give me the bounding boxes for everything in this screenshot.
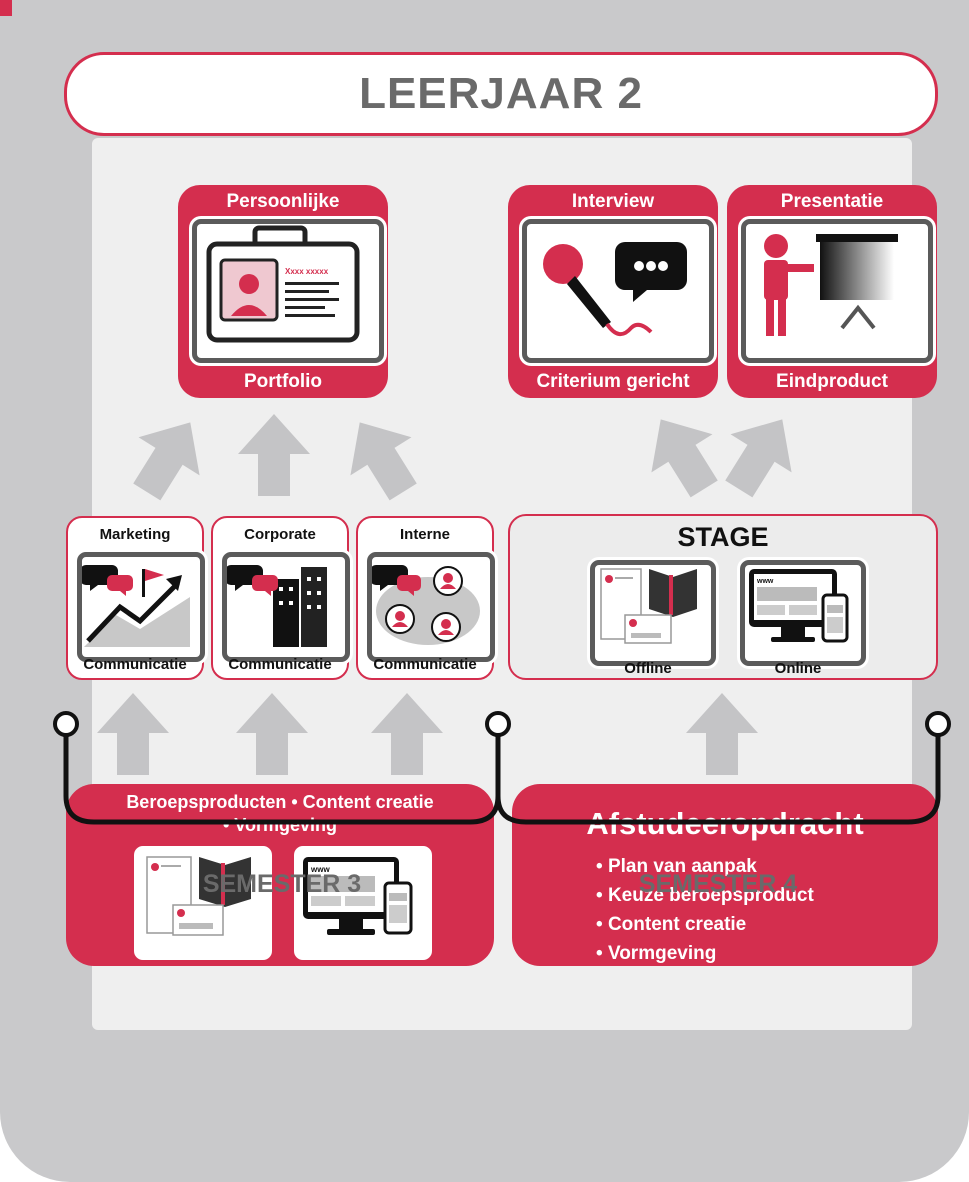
stage-online-label: Online bbox=[774, 660, 822, 677]
card-bottom-label: Communicatie bbox=[83, 656, 187, 673]
card-top-label: Interview bbox=[571, 191, 655, 212]
card-bottom-label: Communicatie bbox=[228, 656, 332, 673]
growth-chart-icon bbox=[77, 552, 205, 662]
card-top-label: Corporate bbox=[244, 526, 316, 543]
print-media-icon bbox=[590, 560, 716, 666]
semester3-label: SEMESTER 3 bbox=[202, 870, 362, 898]
card-bottom-label: Portfolio bbox=[243, 371, 323, 392]
bullet-item: Vormgeving bbox=[596, 939, 814, 968]
bullet-item: Plan van aanpak bbox=[596, 852, 814, 881]
timeline-node-start bbox=[53, 711, 79, 737]
card-bottom-label: Communicatie bbox=[373, 656, 477, 673]
bullet-item: Content creatie bbox=[596, 910, 814, 939]
devices-icon: www bbox=[740, 560, 866, 666]
bullet-item: Keuze beroepsproduct bbox=[596, 881, 814, 910]
stage-box: STAGE www Offline Online bbox=[508, 514, 938, 680]
timeline-node-mid bbox=[485, 711, 511, 737]
semester4-label: SEMESTER 4 bbox=[638, 870, 798, 898]
semester3-online-label: Online bbox=[329, 938, 386, 958]
semester3-box: Beroepsproducten • Content creatie • Vor… bbox=[66, 784, 494, 966]
card-top-label: Marketing bbox=[99, 526, 171, 543]
card-top-label: Interne bbox=[399, 526, 450, 543]
stage-title: STAGE bbox=[677, 522, 769, 552]
title-banner: LEERJAAR 2 bbox=[64, 52, 938, 136]
semester3-offline-label: Offline bbox=[169, 938, 227, 958]
card-persoonlijke-portfolio: Persoonlijke Xxxx xxxxx Portfolio bbox=[178, 185, 388, 398]
print-media-icon bbox=[134, 846, 272, 960]
corner-mark bbox=[0, 0, 12, 16]
www-text: www bbox=[310, 865, 330, 874]
building-icon bbox=[222, 552, 350, 662]
card-top-label: Presentatie bbox=[780, 191, 884, 212]
card-marketing-communicatie: Marketing Communicatie bbox=[66, 516, 205, 680]
semester3-heading-line1: Beroepsproducten • Content creatie bbox=[126, 792, 434, 812]
badge-name: Xxxx xxxxx bbox=[285, 267, 329, 276]
microphone-icon bbox=[522, 219, 714, 363]
card-interview: Interview Criterium gericht bbox=[508, 185, 718, 398]
stage-offline-label: Offline bbox=[624, 660, 672, 677]
semester4-box: Afstudeeropdracht Plan van aanpak Keuze … bbox=[512, 784, 938, 966]
id-badge-icon: Xxxx xxxxx bbox=[192, 219, 384, 363]
card-bottom-label: Eindproduct bbox=[776, 371, 888, 392]
card-corporate-communicatie: Corporate Communicatie bbox=[211, 516, 350, 680]
afstudeer-bullets: Plan van aanpak Keuze beroepsproduct Con… bbox=[596, 852, 814, 968]
www-text: www bbox=[756, 578, 774, 585]
card-interne-communicatie: Interne Communicatie bbox=[356, 516, 495, 680]
team-chat-icon bbox=[367, 552, 495, 662]
devices-icon: www bbox=[294, 846, 432, 960]
presenter-icon bbox=[741, 219, 933, 363]
card-presentatie: Presentatie Eindproduct bbox=[727, 185, 937, 398]
timeline-node-end bbox=[925, 711, 951, 737]
card-top-label: Persoonlijke bbox=[226, 191, 340, 212]
page-title: LEERJAAR 2 bbox=[359, 69, 643, 118]
card-bottom-label: Criterium gericht bbox=[536, 371, 690, 392]
